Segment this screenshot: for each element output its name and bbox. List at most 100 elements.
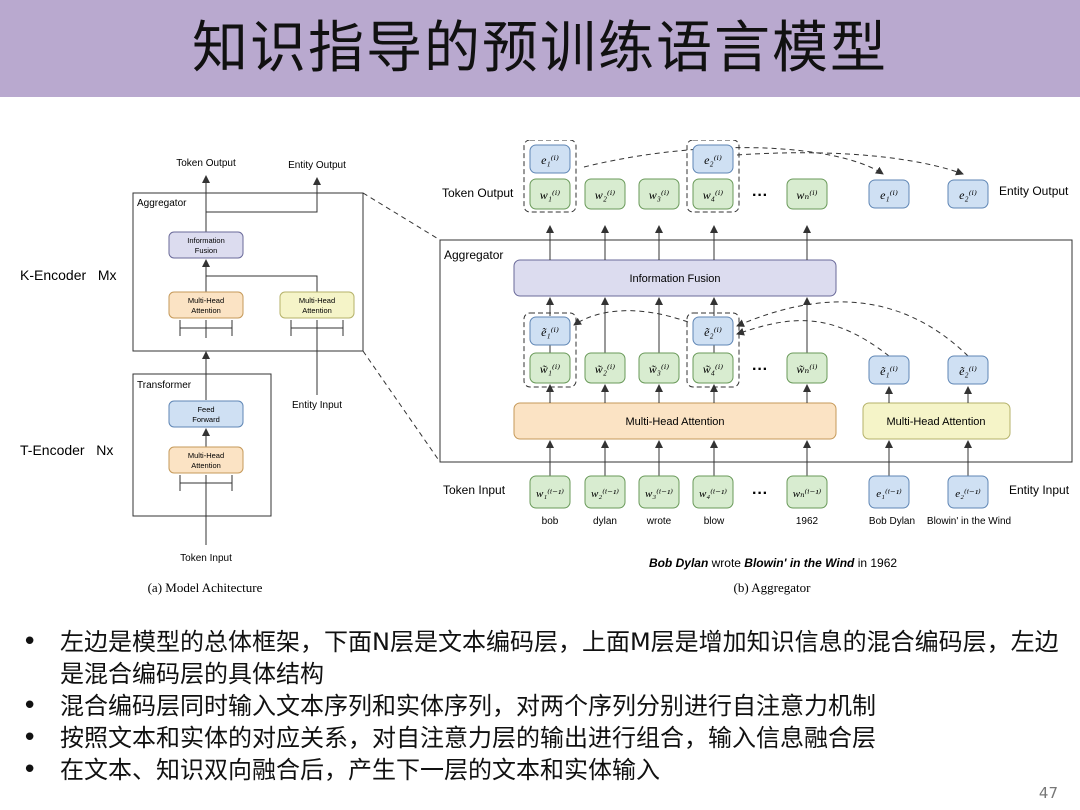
middle-entity-node: ẽ₂⁽ⁱ⁾	[692, 316, 734, 346]
svg-text:e₂⁽ⁱ⁾: e₂⁽ⁱ⁾	[959, 188, 977, 202]
svg-text:w₃⁽ⁱ⁻¹⁾: w₃⁽ⁱ⁻¹⁾	[645, 488, 673, 500]
bullet-item: 在文本、知识双向融合后，产生下一层的文本和实体输入	[22, 754, 1062, 786]
middle-ellipsis: ···	[752, 361, 768, 378]
bullet-item: 混合编码层同时输入文本序列和实体序列，对两个序列分别进行自注意力机制	[22, 690, 1062, 722]
panel-a-entity-mha-line2: Attention	[302, 306, 332, 315]
feed-forward-line1: Feed	[197, 405, 214, 414]
panel-a-entity-mha-line1: Multi-Head	[299, 296, 335, 305]
panel-a-token-output-label: Token Output	[176, 158, 236, 169]
panel-a-entity-mha-box	[279, 291, 355, 319]
bullet-item: 按照文本和实体的对应关系，对自注意力层的输出进行组合，输入信息融合层	[22, 722, 1062, 754]
input-token-row: w₁⁽ⁱ⁻¹⁾ w₂⁽ⁱ⁻¹⁾ w₃⁽ⁱ⁻¹⁾ w₄⁽ⁱ⁻¹⁾ wₙ⁽ⁱ⁻¹⁾	[529, 475, 828, 509]
middle-group-1	[523, 312, 577, 388]
entity-mha-box	[862, 402, 1011, 440]
svg-text:w̃₂⁽ⁱ⁾: w̃₂⁽ⁱ⁾	[595, 362, 616, 376]
panel-a-token-mha-box	[168, 291, 244, 319]
feed-forward-box	[168, 400, 244, 428]
svg-text:ẽ₂⁽ⁱ⁾: ẽ₂⁽ⁱ⁾	[704, 325, 722, 339]
information-fusion-label: Information Fusion	[629, 273, 720, 285]
svg-text:ẽ₂⁽ⁱ⁾: ẽ₂⁽ⁱ⁾	[959, 364, 977, 378]
example-sentence: Bob Dylan wrote Blowin' in the Wind in 1…	[649, 556, 897, 570]
word-label: dylan	[593, 516, 617, 527]
panel-a-mha-line2: Attention	[191, 306, 221, 315]
panel-a-entity-output-label: Entity Output	[288, 160, 346, 171]
panel-a-transformer-mha-line1: Multi-Head	[188, 451, 224, 460]
svg-text:e₁⁽ⁱ⁾: e₁⁽ⁱ⁾	[541, 153, 559, 167]
panel-a-info-fusion-line1: Information	[187, 236, 225, 245]
k-encoder-box	[132, 192, 364, 352]
panel-a-transformer-mha-line2: Attention	[191, 461, 221, 470]
svg-text:w₃⁽ⁱ⁾: w₃⁽ⁱ⁾	[649, 188, 670, 202]
sentence-entity-2: Blowin' in the Wind	[744, 556, 855, 570]
feed-forward-line2: Forward	[192, 415, 220, 424]
panel-b-aggregator: Token Output Entity Output Aggregator In…	[439, 140, 1073, 595]
entity-label: Blowin' in the Wind	[927, 516, 1011, 527]
panel-a-mha-line1: Multi-Head	[188, 296, 224, 305]
svg-text:w̃₃⁽ⁱ⁾: w̃₃⁽ⁱ⁾	[649, 362, 670, 376]
panel-b-entity-input-label: Entity Input	[1009, 483, 1070, 497]
sentence-verb: wrote	[708, 556, 744, 570]
word-label: blow	[704, 516, 725, 527]
transformer-label: Transformer	[137, 380, 192, 391]
svg-text:ẽ₁⁽ⁱ⁾: ẽ₁⁽ⁱ⁾	[541, 325, 559, 339]
output-entity-node: e₂⁽ⁱ⁾	[692, 144, 734, 174]
panel-b-token-input-label: Token Input	[443, 483, 506, 497]
middle-token-row: w̃₁⁽ⁱ⁾ w̃₂⁽ⁱ⁾ w̃₃⁽ⁱ⁾ w̃₄⁽ⁱ⁾ w̃ₙ⁽ⁱ⁾	[529, 352, 828, 384]
output-entity-node: e₁⁽ⁱ⁾	[529, 144, 571, 174]
middle-entity-node: ẽ₁⁽ⁱ⁾	[529, 316, 571, 346]
panel-b-token-output-label: Token Output	[442, 186, 514, 200]
panel-a-entity-input-label: Entity Input	[292, 400, 342, 411]
word-label: wrote	[646, 516, 672, 527]
word-label: 1962	[796, 516, 819, 527]
page-number: 47	[1038, 784, 1058, 802]
t-encoder-label: T-Encoder Nx	[20, 442, 113, 458]
k-encoder-label: K-Encoder Mx	[20, 267, 116, 283]
title-band	[0, 0, 1080, 97]
panel-b-caption: (b) Aggregator	[734, 580, 812, 595]
middle-group-2	[686, 312, 740, 388]
panel-a-aggregator-label: Aggregator	[137, 198, 187, 209]
svg-text:e₂⁽ⁱ⁻¹⁾: e₂⁽ⁱ⁻¹⁾	[955, 488, 981, 500]
svg-text:ẽ₁⁽ⁱ⁾: ẽ₁⁽ⁱ⁾	[880, 364, 898, 378]
token-mha-label: Multi-Head Attention	[625, 416, 724, 428]
sentence-tail: in 1962	[854, 556, 897, 570]
svg-text:wₙ⁽ⁱ⁾: wₙ⁽ⁱ⁾	[796, 188, 817, 202]
bullet-list: 左边是模型的总体框架，下面N层是文本编码层，上面M层是增加知识信息的混合编码层，…	[22, 626, 1062, 786]
output-group-2	[686, 140, 740, 213]
svg-text:w₁⁽ⁱ⁻¹⁾: w₁⁽ⁱ⁻¹⁾	[536, 488, 564, 500]
svg-text:w₂⁽ⁱ⁾: w₂⁽ⁱ⁾	[595, 188, 616, 202]
entity-label: Bob Dylan	[869, 516, 915, 527]
svg-text:e₁⁽ⁱ⁾: e₁⁽ⁱ⁾	[880, 188, 898, 202]
word-label: bob	[542, 516, 559, 527]
sentence-entity-1: Bob Dylan	[649, 556, 708, 570]
information-fusion-box	[513, 259, 837, 297]
entity-output-nodes: e₁⁽ⁱ⁾ e₂⁽ⁱ⁾	[868, 179, 989, 209]
entity-mha-label: Multi-Head Attention	[886, 416, 985, 428]
svg-text:w₂⁽ⁱ⁻¹⁾: w₂⁽ⁱ⁻¹⁾	[591, 488, 619, 500]
input-entity-row: e₁⁽ⁱ⁻¹⁾ e₂⁽ⁱ⁻¹⁾	[868, 475, 989, 509]
panel-a-caption: (a) Model Achitecture	[148, 580, 263, 595]
middle-entity-right-nodes: ẽ₁⁽ⁱ⁾ ẽ₂⁽ⁱ⁾	[868, 355, 989, 385]
svg-text:wₙ⁽ⁱ⁻¹⁾: wₙ⁽ⁱ⁻¹⁾	[793, 488, 822, 500]
panel-a-model-architecture: Token Output Entity Output Aggregator K-…	[20, 158, 441, 595]
token-mha-box	[513, 402, 837, 440]
svg-text:e₁⁽ⁱ⁻¹⁾: e₁⁽ⁱ⁻¹⁾	[876, 488, 902, 500]
svg-text:w₄⁽ⁱ⁻¹⁾: w₄⁽ⁱ⁻¹⁾	[699, 488, 727, 500]
svg-text:w̃ₙ⁽ⁱ⁾: w̃ₙ⁽ⁱ⁾	[796, 362, 817, 376]
output-token-row: w₁⁽ⁱ⁾ w₂⁽ⁱ⁾ w₃⁽ⁱ⁾ w₄⁽ⁱ⁾ wₙ⁽ⁱ⁾	[529, 178, 828, 210]
panel-a-info-fusion-line2: Fusion	[195, 246, 218, 255]
panel-a-information-fusion-box	[168, 231, 244, 259]
bullet-item: 左边是模型的总体框架，下面N层是文本编码层，上面M层是增加知识信息的混合编码层，…	[22, 626, 1062, 690]
panel-a-transformer-mha-box	[168, 446, 244, 474]
output-ellipsis: ···	[752, 187, 768, 204]
svg-text:w₄⁽ⁱ⁾: w₄⁽ⁱ⁾	[703, 188, 724, 202]
svg-text:w̃₁⁽ⁱ⁾: w̃₁⁽ⁱ⁾	[540, 362, 561, 376]
panel-a-token-input-label: Token Input	[180, 553, 232, 564]
ernie-architecture-diagram: Token Output Entity Output Aggregator K-…	[20, 140, 1073, 595]
svg-text:w̃₄⁽ⁱ⁾: w̃₄⁽ⁱ⁾	[703, 362, 724, 376]
input-ellipsis: ···	[752, 485, 768, 502]
output-group-1	[523, 140, 577, 213]
svg-text:w₁⁽ⁱ⁾: w₁⁽ⁱ⁾	[540, 188, 561, 202]
panel-b-entity-output-label: Entity Output	[999, 184, 1069, 198]
slide-title: 知识指导的预训练语言模型	[192, 16, 888, 81]
